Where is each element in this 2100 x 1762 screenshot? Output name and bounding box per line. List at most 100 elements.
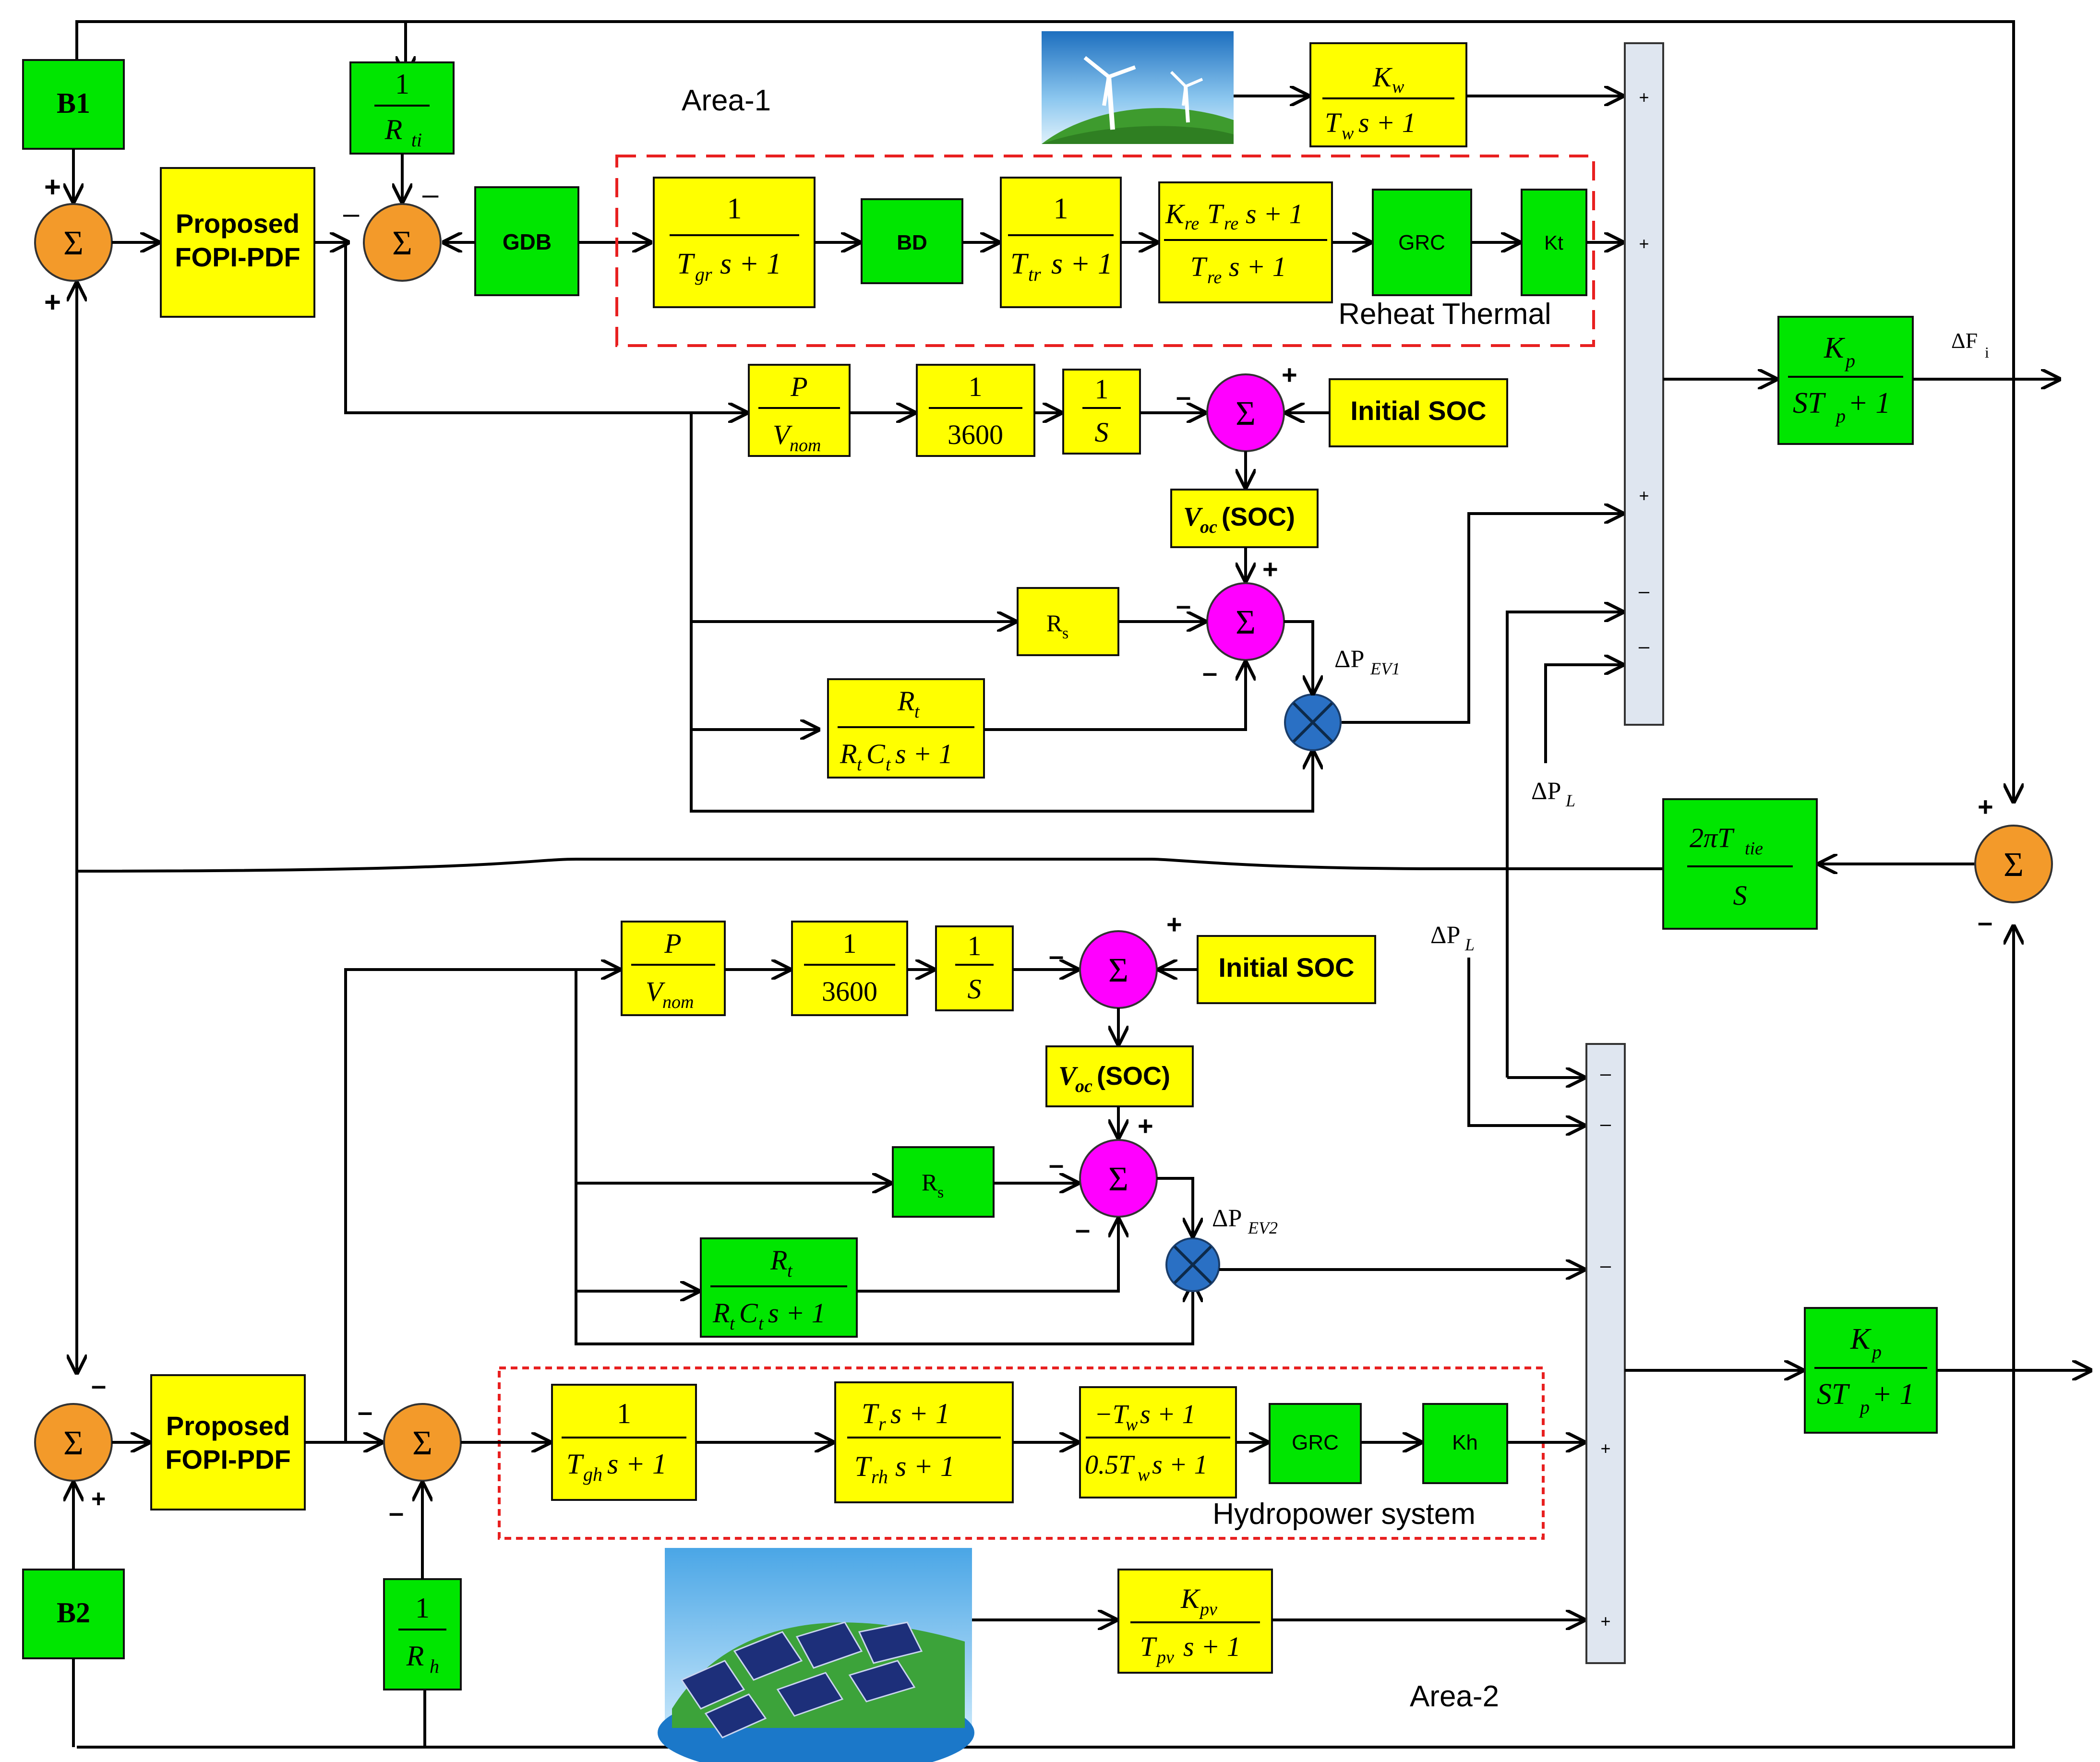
tf-den: R: [712, 1297, 730, 1329]
bd-block: BD: [861, 198, 963, 284]
ev2-p-vnom-block: P V nom: [621, 921, 726, 1016]
rs-sub: s: [1062, 624, 1068, 642]
tf-num2: T: [1207, 198, 1224, 229]
controller-area2: Proposed FOPI-PDF: [150, 1374, 306, 1510]
tf-num-sub: tie: [1745, 839, 1763, 859]
plus-sign: +: [44, 286, 61, 318]
plus-sign: +: [1978, 791, 1993, 822]
sum-junction-3: Σ: [34, 1403, 113, 1482]
kt-label: Kt: [1544, 231, 1563, 254]
tf-num: 1: [843, 928, 857, 959]
voc-suffix: (SOC): [1222, 503, 1295, 531]
tf-num-sub: p: [1871, 1341, 1882, 1363]
tf-num: 1: [617, 1398, 631, 1429]
bus-sign: –: [1639, 636, 1650, 657]
sigma-symbol: Σ: [412, 1424, 432, 1462]
tf-num: P: [664, 928, 681, 959]
controller-label-line1: Proposed: [166, 1411, 290, 1441]
tf-num-sub: re: [1185, 214, 1199, 234]
voc-suffix: (SOC): [1097, 1062, 1170, 1091]
b2-block: B2: [22, 1569, 125, 1659]
minus-sign: –: [1978, 907, 1992, 937]
initial-soc-label: Initial SOC: [1218, 952, 1354, 983]
voc-label: V: [1183, 502, 1203, 532]
delta-pl-label-area1: ΔP: [1531, 778, 1561, 805]
ev2-initial-soc-block: Initial SOC: [1197, 935, 1376, 1004]
sigma-symbol: Σ: [63, 224, 84, 262]
ev1-3600-block: 1 3600: [916, 364, 1035, 457]
hydro-governor-block: 1 T gh s + 1: [551, 1384, 697, 1501]
gdb-label: GDB: [503, 229, 552, 254]
plus-sign: +: [1166, 909, 1182, 939]
b1-label: B1: [57, 87, 90, 119]
tf-den: ST: [1817, 1378, 1850, 1411]
plus-sign: +: [44, 171, 61, 203]
tf-num: 1: [968, 930, 982, 961]
bus-sign: –: [1600, 1255, 1611, 1276]
b2-label: B2: [57, 1597, 90, 1629]
tf-den-sub: t: [857, 755, 863, 775]
kh-block: Kh: [1422, 1403, 1508, 1484]
tf-den: 3600: [822, 976, 877, 1007]
ev2-integrator-block: 1 S: [935, 925, 1014, 1011]
tf-num: K: [1180, 1583, 1201, 1614]
turbine-block: 1 T tr s + 1: [1000, 177, 1122, 308]
governor-block: 1 T gr s + 1: [653, 177, 816, 308]
tf-den: T: [854, 1450, 872, 1482]
kh-label: Kh: [1452, 1431, 1478, 1454]
ev1-soc-sum: Σ: [1206, 373, 1285, 452]
tf-den-tail: s + 1: [720, 248, 781, 280]
sum-junction-4: Σ: [383, 1403, 462, 1482]
tf-num: P: [790, 371, 807, 402]
tf-den-tail: s + 1: [895, 1450, 955, 1482]
summing-bus-area1: + + + – –: [1624, 42, 1664, 726]
tf-num-tail: s + 1: [890, 1398, 950, 1429]
tf-den-tail: s + 1: [1051, 248, 1113, 280]
bus-sign: +: [1639, 234, 1649, 253]
tf-num-sub: pv: [1199, 1599, 1217, 1619]
ev1-multiplier: [1284, 694, 1342, 751]
summing-bus-area2: – – – + +: [1585, 1043, 1626, 1664]
minus-sign: –: [1049, 940, 1064, 971]
tf-den: T: [1325, 107, 1342, 138]
minus-sign: –: [91, 1370, 106, 1400]
hydro-penstock-block: −T w s + 1 0.5T w s + 1: [1079, 1386, 1237, 1498]
tf-num-tail: s + 1: [1140, 1400, 1196, 1429]
ev1-p-vnom-block: P V nom: [748, 364, 851, 457]
bd-label: BD: [897, 231, 927, 254]
rh-den: R: [406, 1640, 424, 1672]
tf-den: ST: [1793, 387, 1826, 420]
rti-sub: ti: [411, 129, 422, 151]
kt-block: Kt: [1521, 189, 1587, 296]
wind-tf-block: K w T w s + 1: [1309, 42, 1467, 147]
tf-den-sub: w: [1138, 1465, 1150, 1485]
tf-den2: C: [866, 738, 886, 769]
tf-den-sub: gh: [583, 1463, 602, 1485]
delta-pev1-sub: EV1: [1370, 659, 1400, 678]
tf-den-tail: + 1: [1872, 1378, 1914, 1411]
tf-den: T: [1140, 1631, 1157, 1662]
sigma-symbol: Σ: [392, 224, 412, 262]
tf-den-tail: s + 1: [1183, 1631, 1241, 1662]
sigma-symbol: Σ: [2004, 845, 2024, 884]
rh-num: 1: [415, 1592, 430, 1624]
plus-sign: +: [91, 1485, 106, 1513]
tf-num: K: [1372, 61, 1393, 93]
tf-den-tail: s + 1: [1152, 1450, 1208, 1480]
tf-den-sub: tr: [1028, 264, 1041, 285]
delta-f-sub: i: [1985, 344, 1989, 361]
ev2-rc-block: R t R t C t s + 1: [700, 1237, 858, 1338]
reheater-block: K re T re s + 1 T re s + 1: [1158, 181, 1333, 303]
grc-block-area2: GRC: [1269, 1403, 1362, 1484]
tf-den-tail: s + 1: [768, 1297, 826, 1329]
minus-sign: –: [1202, 657, 1217, 687]
tf-num: T: [862, 1398, 879, 1429]
tf-num2-sub: re: [1224, 214, 1238, 234]
tf-den-sub: re: [1207, 267, 1222, 288]
pv-tf-block: K pv T pv s + 1: [1117, 1569, 1273, 1674]
tf-den-sub: t: [730, 1314, 735, 1334]
tf-den-sub: p: [1835, 405, 1846, 427]
reheat-thermal-label: Reheat Thermal: [1338, 298, 1551, 331]
tf-num: 1: [1095, 373, 1109, 405]
